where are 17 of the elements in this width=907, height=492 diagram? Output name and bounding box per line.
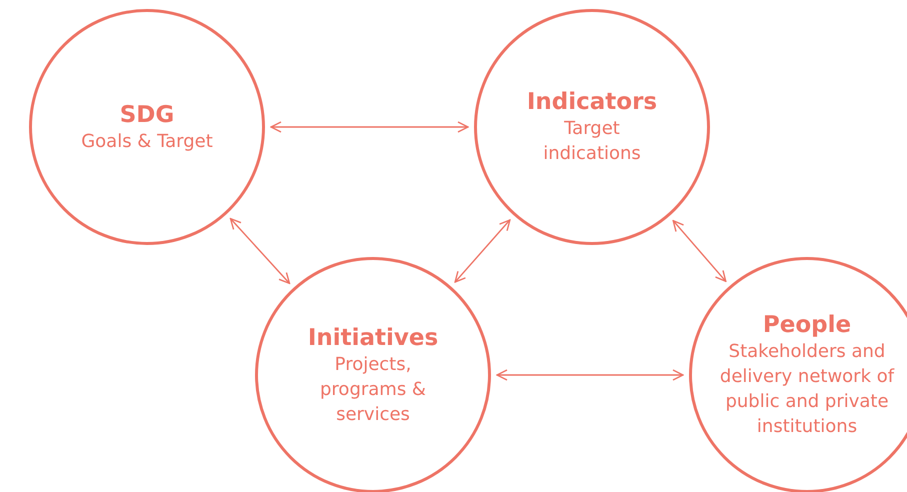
- node-heading: Indicators: [526, 88, 658, 116]
- double-arrow: [672, 220, 726, 282]
- double-arrow: [454, 219, 511, 283]
- node-description: Stakeholders and delivery network of public and private institutions: [718, 340, 896, 439]
- node-heading: SDG: [120, 100, 174, 128]
- node-description: Projects, programs & services: [319, 352, 427, 426]
- double-arrow: [496, 369, 684, 381]
- node-heading: People: [762, 311, 852, 339]
- double-arrow: [270, 121, 469, 133]
- circle-node: [255, 257, 491, 492]
- circle-node: [474, 9, 710, 245]
- node-description: Goals & Target: [81, 130, 213, 154]
- circle-node: [689, 257, 907, 492]
- node-heading: Initiatives: [308, 324, 438, 352]
- circle-node: [29, 9, 265, 245]
- double-arrow: [230, 218, 290, 284]
- node-description: Target indications: [542, 117, 642, 166]
